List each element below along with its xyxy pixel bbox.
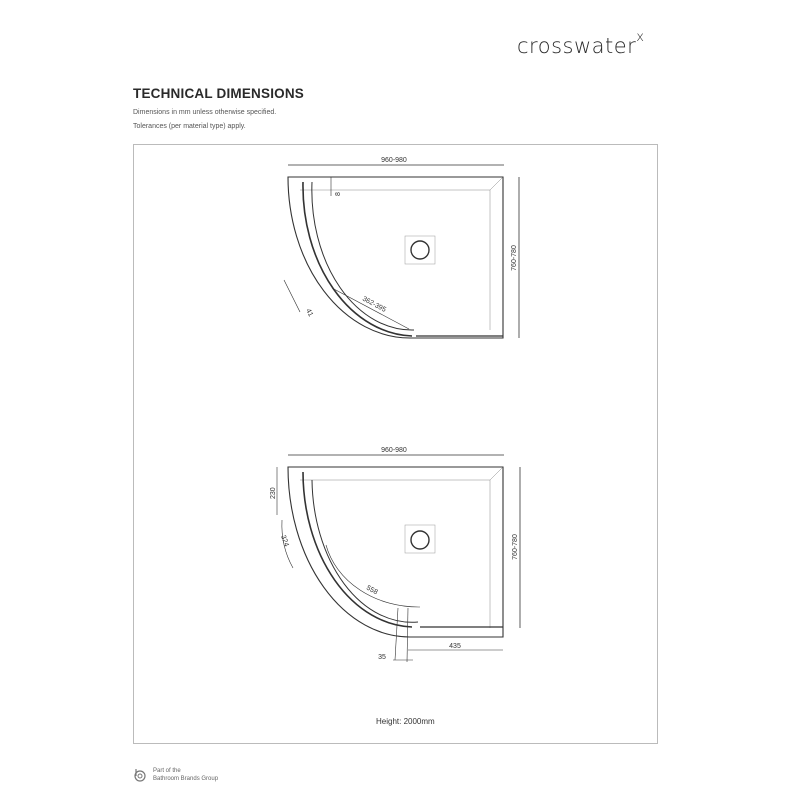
glass-panel-outer: [302, 181, 413, 337]
footer-line1: Part of the: [153, 768, 181, 774]
waste-icon: [410, 530, 430, 550]
plan-drawing-top: 960-980 760-780 8 362-395 41: [283, 157, 520, 339]
crosswater-logo: crosswaterx: [517, 30, 645, 58]
depth-label: 760-780: [512, 534, 519, 560]
gap-label: 8: [335, 192, 342, 196]
top-offset-label: 230: [270, 487, 277, 499]
waste-box: [404, 235, 436, 265]
offset-label: 41: [304, 308, 314, 318]
glass-panel-outer: [302, 471, 413, 628]
drawing-frame: [133, 144, 658, 744]
glass-panel-inner: [311, 479, 419, 623]
footer-line2: Bathroom Brands Group: [153, 776, 219, 782]
bottom-right-label: 435: [449, 643, 461, 650]
bottom-left-label: 35: [378, 654, 386, 661]
page-title: TECHNICAL DIMENSIONS: [133, 86, 305, 101]
bathroom-brands-logo-icon: [134, 769, 146, 782]
tray-outline: [287, 466, 504, 638]
waste-box: [404, 524, 436, 554]
tray-inner-edge: [300, 189, 491, 330]
height-note: Height: 2000mm: [376, 717, 435, 726]
tolerance-note: Tolerances (per material type) apply.: [133, 123, 246, 130]
width-label: 960-980: [381, 447, 407, 454]
glass-panel-inner: [311, 181, 415, 331]
arc-324-label: 324: [279, 534, 290, 547]
tray-outline: [287, 176, 504, 339]
dimensions-note: Dimensions in mm unless otherwise specif…: [133, 109, 277, 116]
tray-inner-edge: [300, 479, 491, 628]
depth-label: 760-780: [511, 245, 518, 271]
waste-icon: [410, 240, 430, 260]
width-label: 960-980: [381, 157, 407, 164]
door-label: 362-395: [361, 296, 387, 314]
arc-558-label: 558: [365, 585, 379, 597]
plan-drawing-bottom: 960-980 760-780 230 324 558 35 435: [270, 447, 521, 663]
